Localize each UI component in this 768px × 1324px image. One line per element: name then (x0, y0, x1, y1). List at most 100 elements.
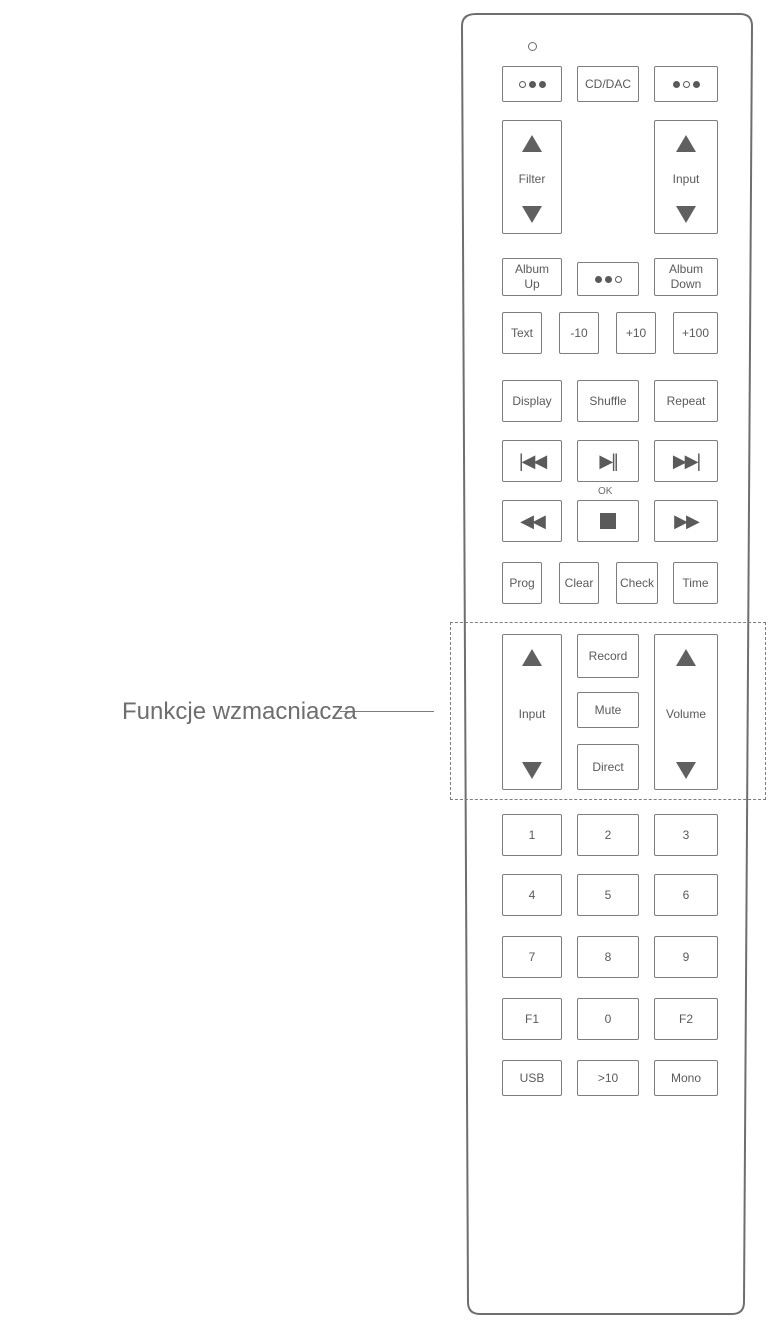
next-button[interactable]: ▶▶| (654, 440, 718, 482)
digit-3-label: 3 (682, 827, 690, 842)
up-arrow-icon (522, 649, 542, 666)
play-pause-icon: ▶|| (599, 450, 618, 471)
filled-dot-icon (528, 80, 536, 88)
three-dots-icon (672, 80, 700, 88)
display-button[interactable]: Display (502, 380, 562, 422)
direct-label: Direct (592, 759, 624, 774)
digit-3-button[interactable]: 3 (654, 814, 718, 856)
text-button[interactable]: Text (502, 312, 542, 354)
digit-8-button[interactable]: 8 (577, 936, 639, 978)
down-arrow-icon (676, 206, 696, 223)
album-up-button[interactable]: Album Up (502, 258, 562, 296)
source-dots-1-button[interactable] (502, 66, 562, 102)
digit-5-label: 5 (604, 887, 612, 902)
digit-2-button[interactable]: 2 (577, 814, 639, 856)
rewind-button[interactable]: ◀◀ (502, 500, 562, 542)
mute-button[interactable]: Mute (577, 692, 639, 728)
shuffle-button[interactable]: Shuffle (577, 380, 639, 422)
fast-forward-button[interactable]: ▶▶ (654, 500, 718, 542)
digit-7-label: 7 (528, 949, 536, 964)
mute-label: Mute (594, 702, 622, 717)
filled-dot-icon (604, 275, 612, 283)
down-arrow-icon (522, 762, 542, 779)
f2-label: F2 (678, 1011, 693, 1026)
stop-icon (600, 513, 616, 529)
digit-0-button[interactable]: 0 (577, 998, 639, 1040)
volume-rocker-label: Volume (665, 706, 707, 721)
cd-dac-button[interactable]: CD/DAC (577, 66, 639, 102)
more-than-10-button[interactable]: >10 (577, 1060, 639, 1096)
amp-input-rocker-label: Input (518, 706, 546, 721)
annotation-label: Funkcje wzmacniacza (122, 698, 357, 725)
plus-10-button[interactable]: +10 (616, 312, 656, 354)
f2-button[interactable]: F2 (654, 998, 718, 1040)
next-icon: ▶▶| (672, 450, 701, 471)
plus-100-label: +100 (681, 325, 710, 340)
ir-led-indicator (528, 42, 537, 51)
digit-7-button[interactable]: 7 (502, 936, 562, 978)
filled-dot-icon (538, 80, 546, 88)
digit-9-label: 9 (682, 949, 690, 964)
digit-1-button[interactable]: 1 (502, 814, 562, 856)
prog-button[interactable]: Prog (502, 562, 542, 604)
digit-9-button[interactable]: 9 (654, 936, 718, 978)
filled-dot-icon (692, 80, 700, 88)
filled-dot-icon (594, 275, 602, 283)
clear-label: Clear (564, 575, 594, 590)
f1-label: F1 (524, 1011, 539, 1026)
previous-icon: |◀◀ (518, 450, 547, 471)
hollow-dot-icon (614, 275, 622, 283)
check-label: Check (619, 575, 654, 590)
previous-button[interactable]: |◀◀ (502, 440, 562, 482)
usb-button[interactable]: USB (502, 1060, 562, 1096)
amp-input-rocker-button[interactable]: Input (502, 634, 562, 790)
three-dots-icon (518, 80, 546, 88)
source-dots-3-button[interactable] (577, 262, 639, 296)
filter-rocker-button[interactable]: Filter (502, 120, 562, 234)
text-label: Text (510, 325, 533, 340)
hollow-dot-icon (518, 80, 526, 88)
direct-button[interactable]: Direct (577, 744, 639, 790)
cd-dac-label: CD/DAC (584, 76, 631, 91)
up-arrow-icon (676, 649, 696, 666)
record-label: Record (588, 648, 628, 663)
plus-10-label: +10 (625, 325, 647, 340)
play-pause-button[interactable]: ▶|| (577, 440, 639, 482)
mono-button[interactable]: Mono (654, 1060, 718, 1096)
repeat-button[interactable]: Repeat (654, 380, 718, 422)
check-button[interactable]: Check (616, 562, 658, 604)
digit-8-label: 8 (604, 949, 612, 964)
up-arrow-icon (676, 135, 696, 152)
down-arrow-icon (676, 762, 696, 779)
stop-button[interactable] (577, 500, 639, 542)
digit-1-label: 1 (528, 827, 536, 842)
f1-button[interactable]: F1 (502, 998, 562, 1040)
fast-forward-icon: ▶▶ (674, 510, 700, 531)
down-arrow-icon (522, 206, 542, 223)
digit-6-button[interactable]: 6 (654, 874, 718, 916)
annotation-leader-line (340, 711, 434, 712)
digit-6-label: 6 (682, 887, 690, 902)
time-label: Time (682, 575, 709, 590)
digit-5-button[interactable]: 5 (577, 874, 639, 916)
usb-label: USB (519, 1070, 545, 1085)
time-button[interactable]: Time (673, 562, 718, 604)
album-down-button[interactable]: Album Down (654, 258, 718, 296)
filter-rocker-label: Filter (518, 171, 546, 186)
display-label: Display (512, 393, 552, 408)
digit-0-label: 0 (604, 1011, 612, 1026)
source-dots-2-button[interactable] (654, 66, 718, 102)
minus-10-button[interactable]: -10 (559, 312, 599, 354)
minus-10-label: -10 (570, 325, 588, 340)
mono-label: Mono (670, 1070, 702, 1085)
clear-button[interactable]: Clear (559, 562, 599, 604)
shuffle-label: Shuffle (589, 393, 627, 408)
plus-100-button[interactable]: +100 (673, 312, 718, 354)
input-rocker-button[interactable]: Input (654, 120, 718, 234)
album-up-label: Album Up (514, 262, 549, 291)
filled-dot-icon (672, 80, 680, 88)
volume-rocker-button[interactable]: Volume (654, 634, 718, 790)
rewind-icon: ◀◀ (520, 510, 546, 531)
digit-4-button[interactable]: 4 (502, 874, 562, 916)
record-button[interactable]: Record (577, 634, 639, 678)
